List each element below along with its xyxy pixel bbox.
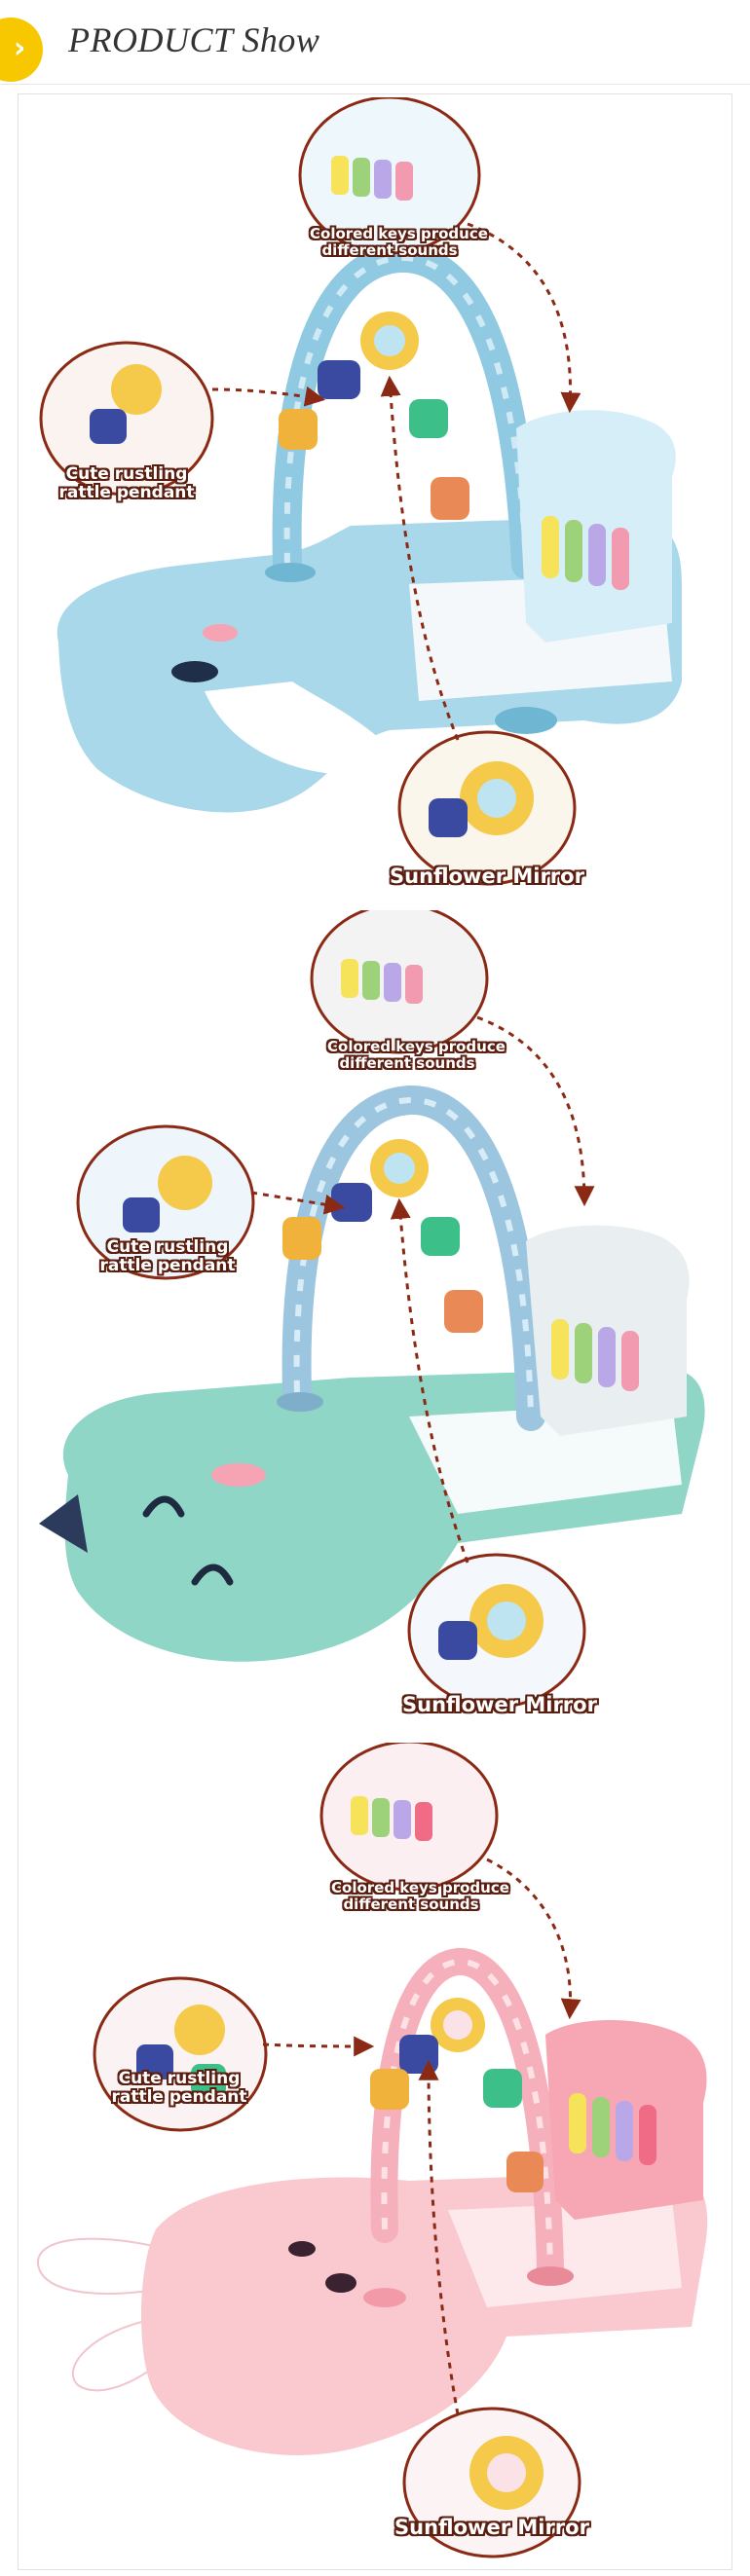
product-image-blue [39,97,683,886]
product-image-mint [39,910,705,1709]
page-title: PRODUCT Show [68,20,320,59]
callout-keys-label: Colored keys produce different sounds [331,1879,509,1913]
header-divider [0,84,750,85]
callout-rattle-label: Cute rustling rattle pendant [58,464,195,502]
callout-keys-label: Colored keys produce different sounds [327,1038,506,1072]
callout-mirror-label: Sunflower Mirror [394,2516,589,2539]
product-image-pink [36,1743,708,2558]
callout-keys-label: Colored keys produce different sounds [310,225,488,259]
callout-rattle-label: Cute rustling rattle pendant [99,1237,236,1275]
section-header: › PRODUCT Show [0,0,750,88]
callout-mirror-label: Sunflower Mirror [390,865,584,888]
chevron-right-icon: › [14,31,26,65]
product-frame [18,93,732,2570]
callout-mirror-label: Sunflower Mirror [402,1693,597,1716]
callout-rattle-label: Cute rustling rattle pendant [111,2069,247,2107]
